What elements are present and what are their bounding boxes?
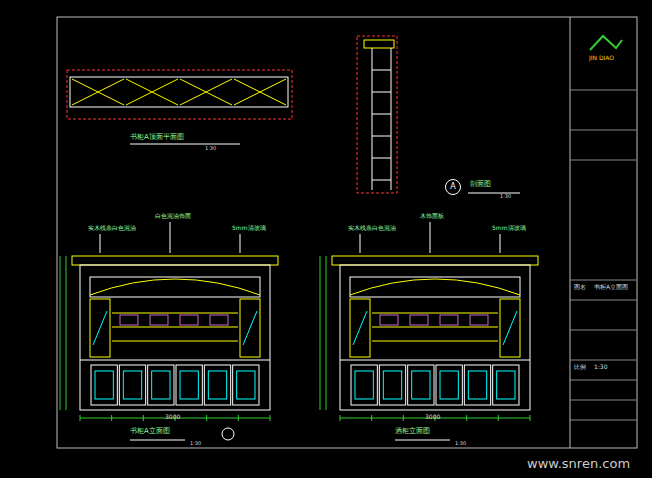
callout-text: 木饰面板 bbox=[420, 213, 444, 220]
title-underline bbox=[395, 440, 450, 441]
title-underline bbox=[130, 144, 240, 145]
cabinet-elevation bbox=[60, 222, 278, 421]
annotation-text: 1:30 bbox=[594, 364, 607, 371]
annotation-text: 1:30 bbox=[500, 194, 511, 200]
title-block-rows bbox=[570, 90, 637, 420]
callout-text: 白色混油饰面 bbox=[155, 213, 191, 220]
annotation-text: 1:30 bbox=[190, 441, 201, 447]
annotation-text: 图名 bbox=[574, 284, 586, 291]
annotation-text: 书柜A立面图 bbox=[594, 284, 628, 291]
title-underline bbox=[468, 193, 520, 194]
cabinet-elevation bbox=[320, 222, 538, 421]
axis-symbol bbox=[222, 428, 234, 440]
plan-outline bbox=[67, 70, 292, 119]
plan-crosses bbox=[72, 79, 286, 105]
annotation-text: 1:30 bbox=[455, 441, 466, 447]
callout-text: 实木线条白色混油 bbox=[348, 225, 396, 232]
annotation-text: 酒柜立面图 bbox=[395, 428, 430, 436]
section-cabinet bbox=[364, 40, 394, 190]
annotation-text: JIN DIAO bbox=[589, 55, 614, 62]
annotation-text: 3000 bbox=[425, 414, 440, 421]
annotation-text: 书柜A顶面平面图 bbox=[130, 134, 184, 142]
annotation-text: 书柜A立面图 bbox=[130, 428, 170, 436]
title-block-line bbox=[570, 17, 571, 448]
callout-text: 5mm清玻璃 bbox=[232, 225, 266, 232]
callout-text: 实木线条白色混油 bbox=[88, 225, 136, 232]
title-underline bbox=[130, 440, 185, 441]
drawing-frame bbox=[57, 17, 637, 448]
annotation-text: 剖面图 bbox=[470, 181, 491, 189]
annotation-text: 1:30 bbox=[205, 146, 216, 152]
annotation-text: 3000 bbox=[165, 414, 180, 421]
annotation-text: 比例 bbox=[574, 364, 586, 371]
section-symbol: A bbox=[445, 179, 461, 195]
watermark: www.snren.com bbox=[527, 457, 630, 471]
section-letter: A bbox=[450, 183, 455, 191]
callout-text: 5mm清玻璃 bbox=[492, 225, 526, 232]
section-outline bbox=[357, 36, 397, 193]
plan-cabinet bbox=[70, 77, 288, 107]
logo-mark bbox=[590, 36, 622, 50]
